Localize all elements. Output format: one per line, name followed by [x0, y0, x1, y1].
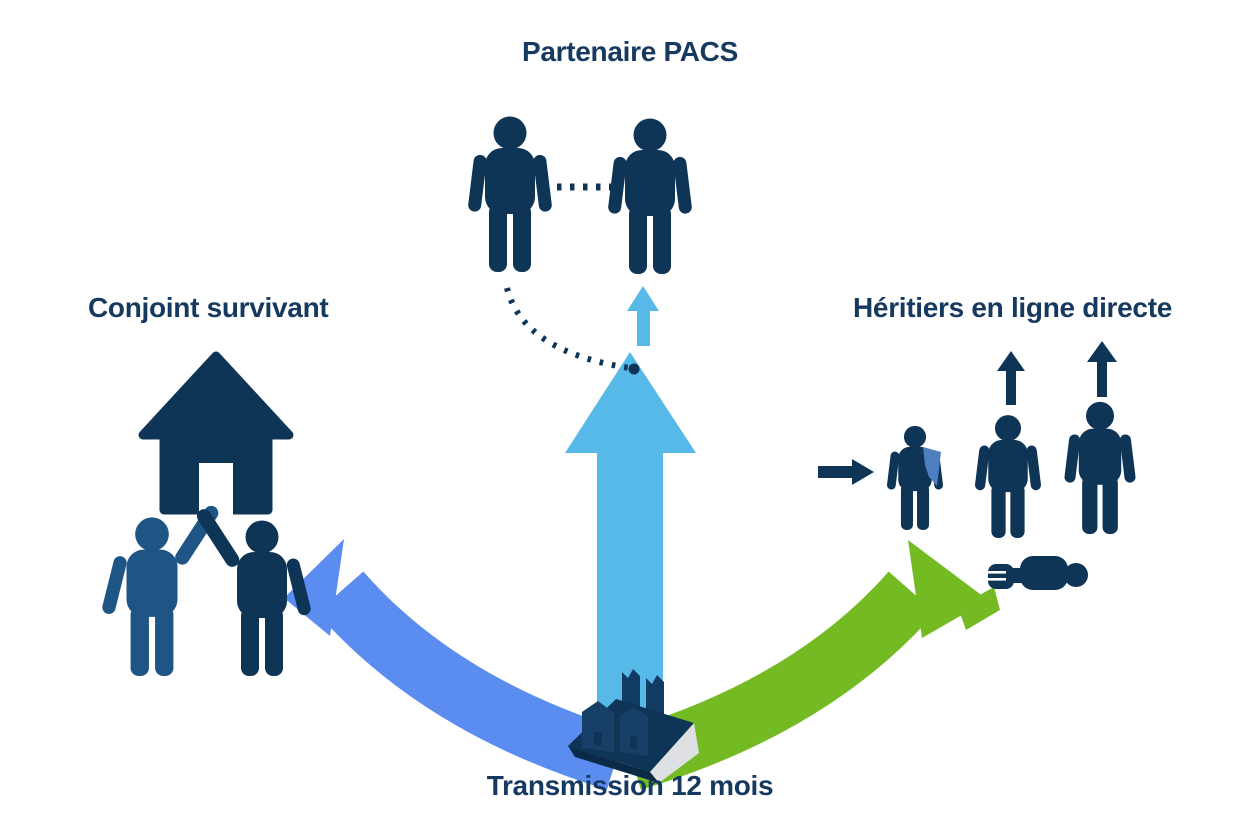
label-partenaire-pacs: Partenaire PACS [522, 36, 738, 67]
spouse-waving-left-icon [100, 503, 222, 676]
deceased-person-icon [988, 556, 1088, 590]
label-heritiers-ligne-directe: Héritiers en ligne directe [853, 292, 1172, 323]
child-heir-sash [923, 447, 941, 486]
pacs-person-right-icon [607, 118, 693, 274]
blue-curved-arrow [284, 539, 626, 790]
heir-up-arrow-1-icon [997, 351, 1025, 405]
estate-model-icon [568, 669, 699, 783]
heir-pointer-arrow-icon [818, 459, 874, 485]
house-icon [138, 351, 294, 515]
adult-heir-1-icon [974, 415, 1042, 538]
main-up-arrow-icon [565, 352, 696, 712]
label-transmission-12-mois: Transmission 12 mois [486, 770, 774, 801]
adult-heir-2-icon [1063, 401, 1137, 534]
spouse-waving-right-icon [194, 506, 313, 676]
small-up-arrow-icon [627, 286, 659, 346]
heir-up-arrow-2-icon [1087, 341, 1117, 397]
pacs-person-left-icon [467, 116, 553, 272]
label-conjoint-survivant: Conjoint survivant [88, 292, 329, 323]
dotted-curve-connector [504, 287, 640, 375]
